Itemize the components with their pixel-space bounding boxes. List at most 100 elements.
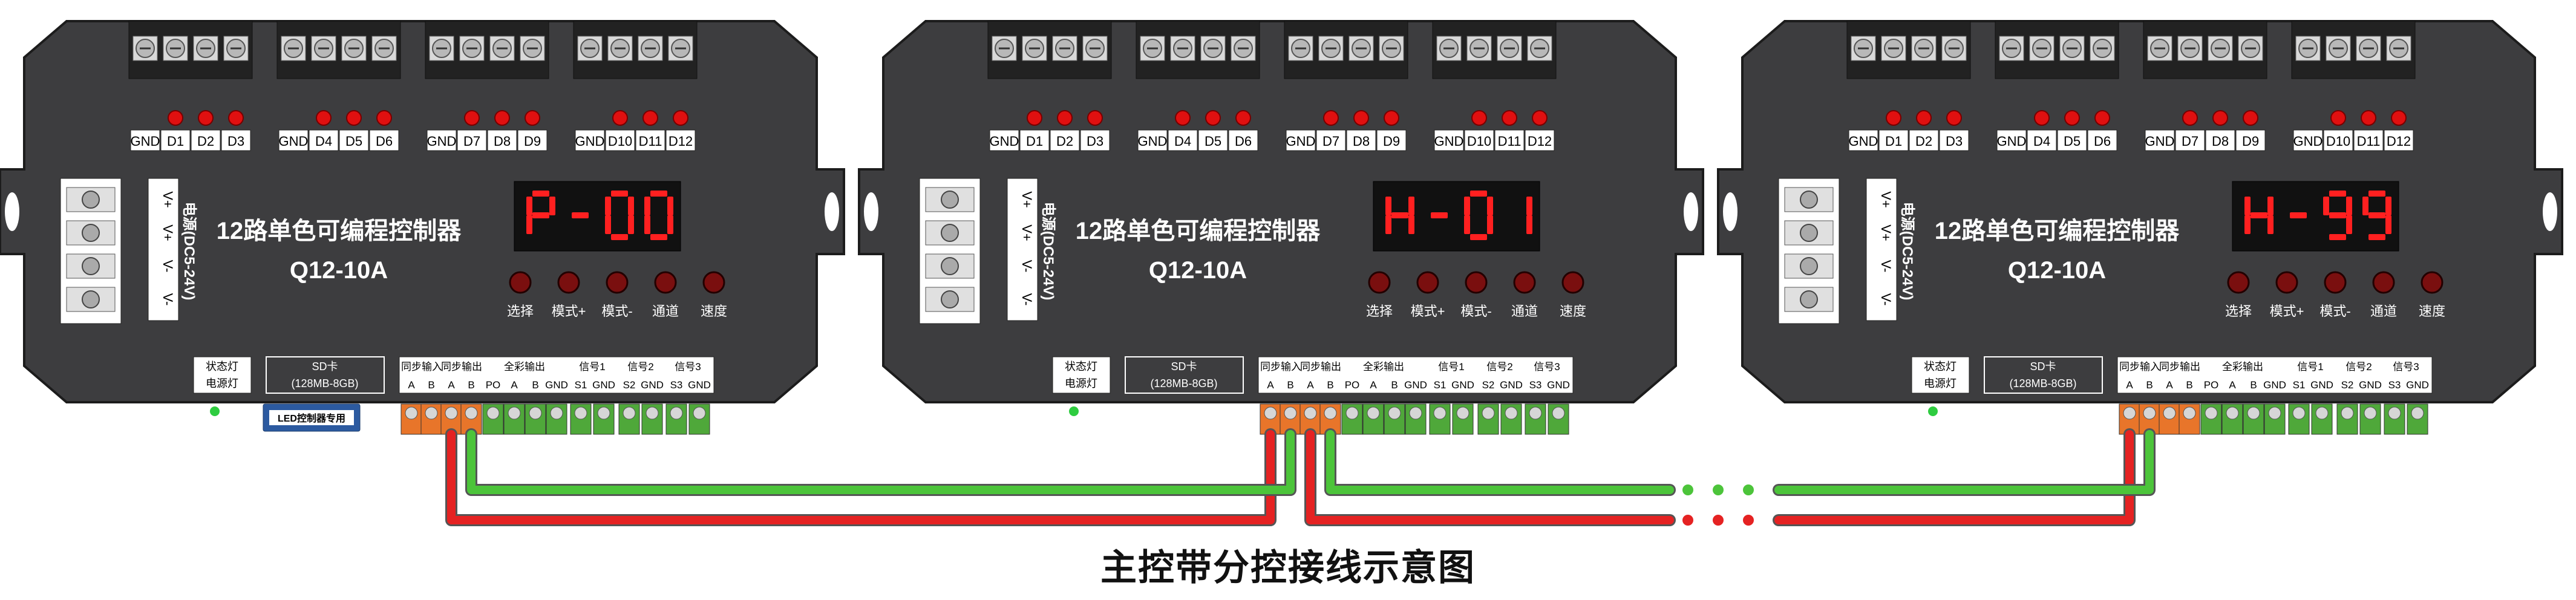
output-led — [464, 110, 480, 126]
terminal-screw — [623, 406, 636, 420]
control-button — [1465, 271, 1488, 294]
output-label-box — [1494, 129, 1525, 151]
terminal-screw — [1367, 406, 1380, 420]
signal-pin-label: B — [2186, 379, 2192, 391]
power-screw — [941, 257, 959, 275]
output-label-box — [2323, 129, 2353, 151]
signal-group-label: 信号1 — [2297, 361, 2323, 373]
control-button — [654, 271, 677, 294]
display-segment — [532, 212, 549, 218]
power-terminal-label: V+ — [1019, 224, 1035, 241]
sd-label: (128MB-8GB) — [291, 377, 358, 390]
output-label: D5 — [2064, 134, 2081, 149]
mounting-hole-left — [5, 192, 19, 231]
output-led — [525, 110, 540, 126]
output-label: D3 — [1087, 134, 1103, 149]
red-wire-1-outline — [445, 428, 1277, 526]
power-terminal-labels — [1866, 178, 1897, 321]
control-button — [1368, 271, 1391, 294]
terminal-screw — [508, 406, 521, 420]
output-label-box — [989, 129, 1019, 151]
display-segment — [2368, 234, 2385, 240]
display-segment — [2267, 215, 2274, 234]
signal-pin-label: B — [532, 379, 538, 391]
signal-pin-label: S1 — [1434, 379, 1447, 391]
power-led — [1069, 406, 1079, 416]
output-label: D8 — [2212, 134, 2229, 149]
output-label-box — [1878, 129, 1909, 151]
terminal-screw — [2247, 406, 2260, 420]
signal-group-label: 信号3 — [675, 361, 701, 373]
output-label: GND — [2145, 134, 2175, 149]
output-label: D5 — [345, 134, 362, 149]
button-label: 模式+ — [1411, 304, 1445, 319]
power-screw — [82, 290, 100, 308]
sd-label: SD卡 — [1171, 360, 1197, 373]
continuation-dot-green — [1713, 484, 1724, 495]
display-segment — [2346, 197, 2352, 215]
display-segment — [650, 191, 667, 197]
signal-pin-label: S2 — [623, 379, 636, 391]
output-led — [2243, 110, 2258, 126]
display-segment — [644, 215, 650, 234]
control-button — [2372, 271, 2395, 294]
signal-pin-label: S3 — [1529, 379, 1542, 391]
output-label-box — [1286, 129, 1316, 151]
output-label-box — [427, 129, 457, 151]
display-segment — [628, 215, 634, 234]
controller-model: Q12-10A — [290, 257, 388, 284]
output-label-box — [1464, 129, 1494, 151]
signal-group-label: 信号3 — [2393, 361, 2419, 373]
power-screw — [82, 257, 100, 275]
power-terminal-labels — [1007, 178, 1038, 321]
output-label: D6 — [376, 134, 393, 149]
status-label: 状态灯 — [1065, 360, 1097, 373]
output-led — [2330, 110, 2346, 126]
display-segment — [2267, 197, 2274, 215]
output-label: D9 — [524, 134, 541, 149]
output-label: D11 — [639, 134, 662, 149]
output-label-box — [1909, 129, 1939, 151]
output-label: D12 — [2387, 134, 2411, 149]
signal-pin-label: GND — [2263, 379, 2286, 391]
output-label-box — [1316, 129, 1346, 151]
display-segment — [549, 197, 555, 215]
display-segment — [1408, 215, 1414, 234]
terminal-screw — [574, 406, 587, 420]
output-label-box — [575, 129, 605, 151]
signal-pin-label: GND — [1451, 379, 1474, 391]
terminal-screw — [1345, 406, 1359, 420]
signal-pin-label: B — [1327, 379, 1333, 391]
signal-pin-label: S2 — [1482, 379, 1495, 391]
output-label-box — [665, 129, 696, 151]
signal-group-label: 信号1 — [579, 361, 605, 373]
output-label: D12 — [1528, 134, 1552, 149]
signal-group-label: 信号1 — [1438, 361, 1464, 373]
power-terminal-label: V- — [1878, 260, 1894, 273]
display-segment — [2385, 215, 2391, 234]
power-terminal-label: V+ — [160, 224, 175, 241]
output-led — [612, 110, 628, 126]
control-button — [1416, 271, 1439, 294]
terminal-screw — [2163, 406, 2176, 420]
terminal-screw — [693, 406, 706, 420]
power-terminal-label: V- — [160, 293, 175, 306]
signal-pin-label: B — [2146, 379, 2153, 391]
signal-group-label: 同步输出 — [1300, 361, 1341, 373]
output-label-box — [605, 129, 635, 151]
display-segment — [2346, 215, 2352, 234]
button-label: 速度 — [1560, 304, 1586, 319]
button-label: 通道 — [2370, 304, 2397, 319]
button-label: 模式- — [1460, 304, 1491, 319]
signal-pin-label: A — [2126, 379, 2133, 391]
output-label: D6 — [1235, 134, 1252, 149]
power-terminal-label: V- — [1019, 260, 1035, 273]
green-wire-2b — [1774, 430, 2154, 494]
output-label-box — [457, 129, 487, 151]
terminal-screw — [405, 406, 418, 420]
display-segment — [2385, 197, 2391, 215]
output-led — [1384, 110, 1399, 126]
output-led — [1532, 110, 1548, 126]
signal-pin-label: GND — [2310, 379, 2333, 391]
